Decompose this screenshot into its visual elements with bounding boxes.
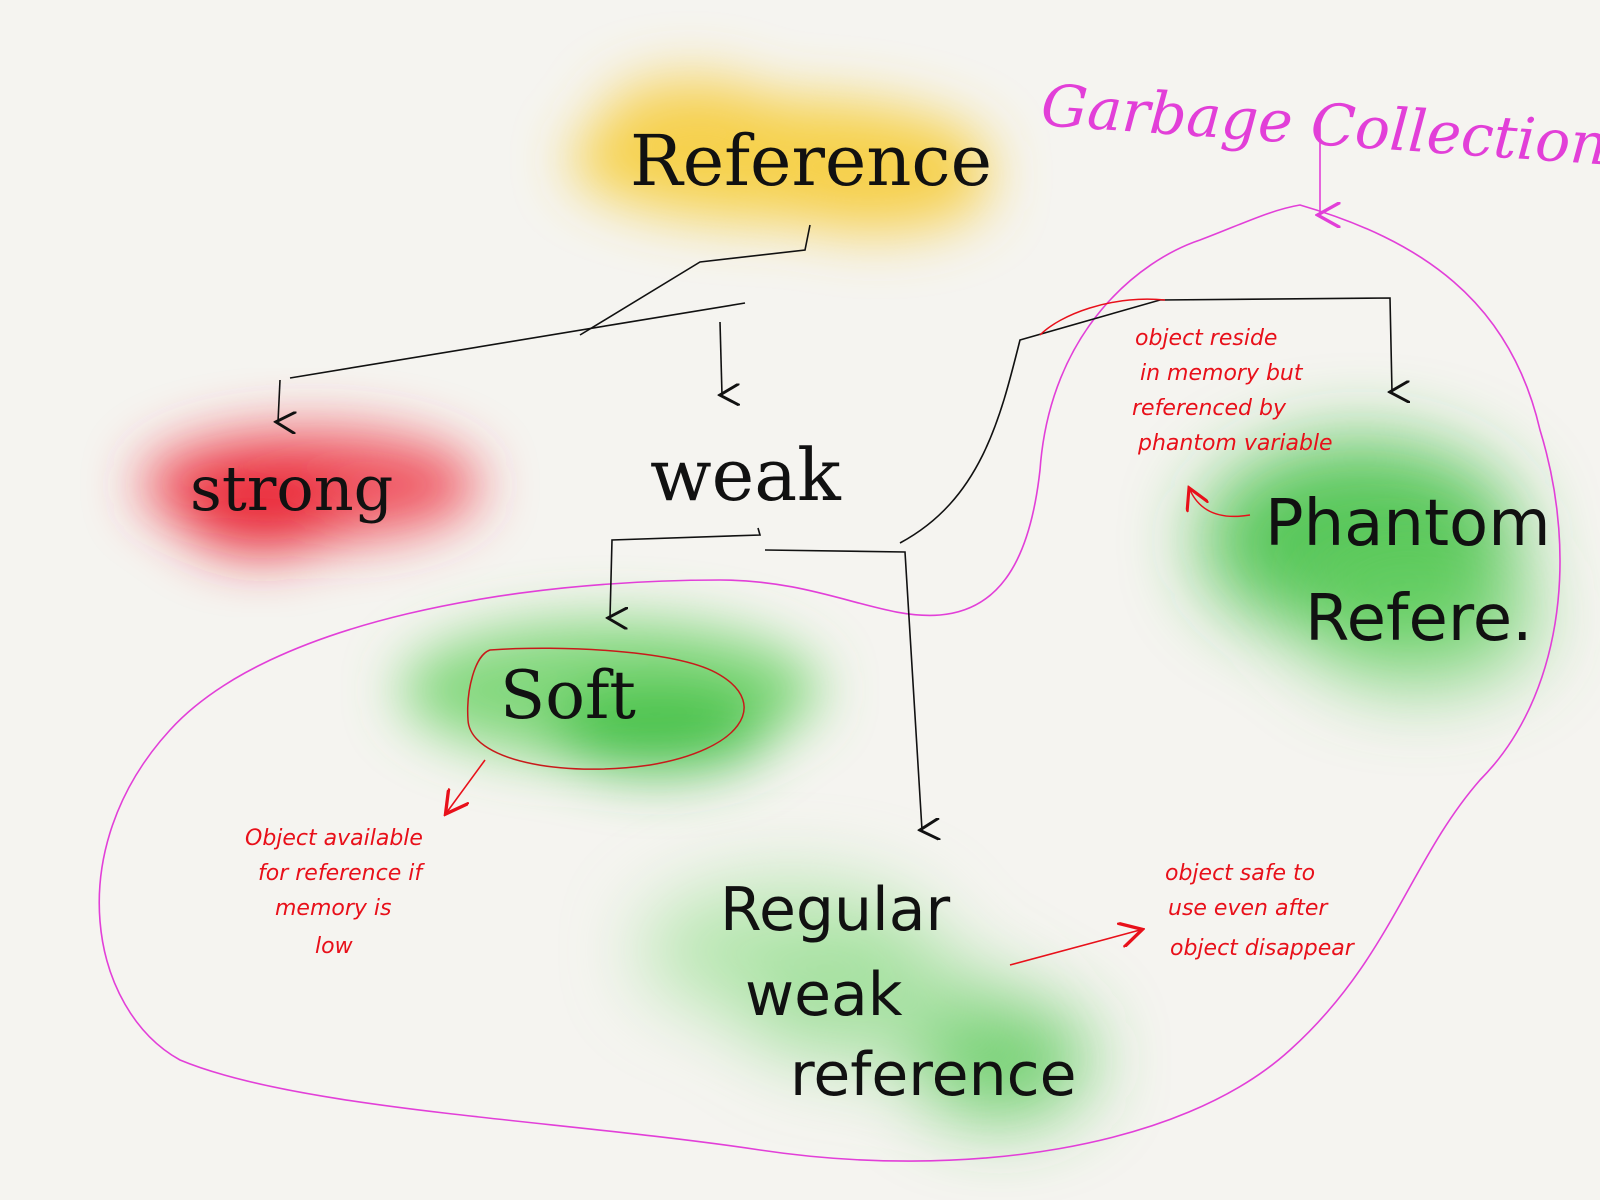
- soft-note: Object available for reference if memory…: [245, 826, 425, 959]
- phantom-note-pointer: [1190, 490, 1251, 518]
- regular-weak-note-line: object disappear: [1170, 936, 1356, 961]
- regular-weak-line: reference: [790, 1040, 1077, 1110]
- soft-note-line: low: [315, 934, 354, 959]
- weak-connectors: [610, 297, 1392, 830]
- phantom-note-line: in memory but: [1140, 361, 1304, 386]
- weak-label: weak: [650, 433, 842, 517]
- regular-weak-note-line: object safe to: [1165, 861, 1315, 886]
- phantom-highlight: [1200, 440, 1540, 690]
- regular-weak-line: weak: [745, 960, 903, 1030]
- garbage-collection-boundary: [98, 204, 1561, 1162]
- strong-highlight: [140, 430, 480, 555]
- phantom-line: Phantom: [1265, 487, 1551, 561]
- soft-note-line: for reference if: [258, 861, 425, 886]
- phantom-line: Refere.: [1305, 582, 1533, 656]
- regular-weak-highlight: [640, 880, 1090, 1120]
- soft-note-arrow: [447, 759, 486, 812]
- phantom-note-arrow: [1039, 298, 1166, 336]
- regular-weak-note-line: use even after: [1168, 896, 1329, 921]
- strong-label: strong: [190, 452, 393, 525]
- regular-weak-label: Regular weak reference: [720, 875, 1077, 1110]
- soft-note-line: memory is: [275, 896, 392, 921]
- soft-circle: [466, 647, 745, 770]
- soft-note-line: Object available: [245, 826, 423, 851]
- regular-weak-note: object safe to use even after object dis…: [1165, 861, 1356, 961]
- soft-highlight: [400, 620, 820, 775]
- phantom-note-line: phantom variable: [1137, 431, 1333, 456]
- regular-weak-line: Regular: [720, 875, 950, 945]
- phantom-label: Phantom Refere.: [1265, 487, 1551, 656]
- phantom-note-line: object reside: [1135, 326, 1277, 351]
- phantom-note: object reside in memory but referenced b…: [1132, 326, 1333, 456]
- reference-connectors: [278, 224, 811, 422]
- regular-weak-note-arrow: [1009, 930, 1140, 966]
- reference-highlight: [570, 75, 990, 235]
- phantom-note-line: referenced by: [1132, 396, 1287, 421]
- soft-label: Soft: [500, 657, 636, 734]
- root-reference-label: Reference: [630, 120, 992, 202]
